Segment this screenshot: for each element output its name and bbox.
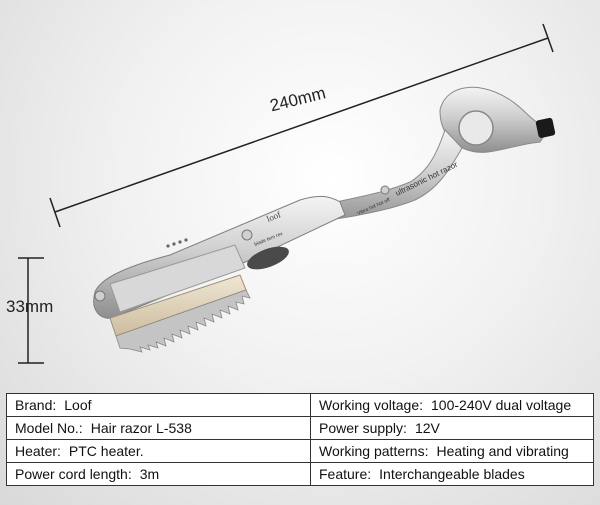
table-row: Heater: PTC heater. Working patterns: Heat… bbox=[6, 439, 594, 463]
spec-label: Heater: bbox=[15, 443, 61, 459]
spec-label: Working patterns: bbox=[319, 443, 429, 459]
height-label: 33mm bbox=[6, 297, 54, 316]
table-row: Model No.: Hair razor L-538 Power supply:… bbox=[6, 416, 594, 440]
cord-connector bbox=[247, 246, 289, 270]
spec-label: Power supply: bbox=[319, 420, 407, 436]
razor-button-3 bbox=[94, 290, 106, 302]
spec-label: Working voltage: bbox=[319, 397, 424, 413]
spec-label: Brand: bbox=[15, 397, 57, 413]
table-row: Brand: Loof Working voltage: 100-240V dual… bbox=[6, 393, 594, 417]
spec-cell: Feature: Interchangeable blades bbox=[310, 462, 594, 486]
spec-value: 12V bbox=[414, 420, 440, 436]
hair-razor bbox=[93, 86, 556, 353]
blade-comb-teeth bbox=[115, 289, 251, 353]
vent-dots bbox=[166, 238, 188, 248]
handle-end-cap bbox=[535, 117, 556, 138]
spec-cell: Brand: Loof bbox=[6, 393, 311, 417]
razor-button-2 bbox=[380, 185, 390, 195]
spec-value: Heating and vibrating bbox=[436, 443, 569, 459]
spec-label: Model No.: bbox=[15, 420, 83, 436]
spec-value: Loof bbox=[64, 397, 92, 413]
spec-value: 3m bbox=[139, 466, 160, 482]
product-illustration: loof ultrasonic hot razor Vibra hot hot … bbox=[18, 23, 556, 364]
razor-head bbox=[109, 244, 246, 313]
spec-cell: Working voltage: 100-240V dual voltage bbox=[310, 393, 594, 417]
spec-cell: Heater: PTC heater. bbox=[6, 439, 311, 463]
spec-value: Hair razor L-538 bbox=[90, 420, 192, 436]
height-dimension-line bbox=[18, 257, 44, 364]
spec-cell: Model No.: Hair razor L-538 bbox=[6, 416, 311, 440]
length-dimension-line bbox=[49, 23, 554, 228]
spec-value: PTC heater. bbox=[68, 443, 144, 459]
razor-button bbox=[241, 229, 253, 241]
table-row: Power cord length: 3m Feature: Interchange… bbox=[6, 462, 594, 486]
spec-table: Brand: Loof Working voltage: 100-240V dual… bbox=[6, 393, 594, 486]
spec-cell: Power cord length: 3m bbox=[6, 462, 311, 486]
spec-cell: Power supply: 12V bbox=[310, 416, 594, 440]
spec-label: Feature: bbox=[319, 466, 372, 482]
handle-ring-hole bbox=[458, 110, 494, 146]
spec-value: 100-240V dual voltage bbox=[431, 397, 572, 413]
spec-cell: Working patterns: Heating and vibrating bbox=[310, 439, 594, 463]
spec-value: Interchangeable blades bbox=[379, 466, 525, 482]
spec-label: Power cord length: bbox=[15, 466, 132, 482]
